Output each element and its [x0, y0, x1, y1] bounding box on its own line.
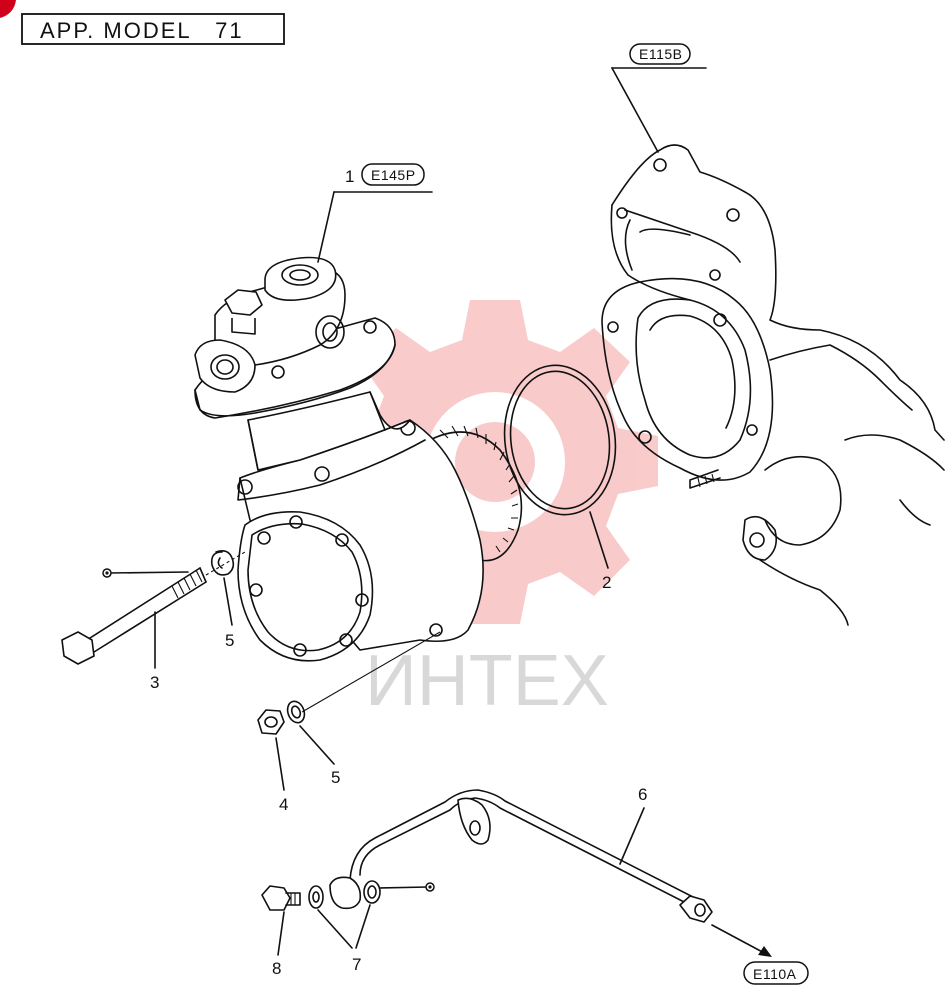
- ref-e115b: E115B: [629, 43, 691, 65]
- callout-5-lower: 5: [331, 768, 340, 787]
- bolt: [61, 567, 207, 665]
- callout-4: 4: [279, 795, 288, 814]
- pipe: [329, 789, 713, 923]
- watermark-text: ИНТЕХ: [365, 641, 609, 721]
- ref-e145p: E145P: [361, 163, 425, 186]
- corner-marker: [0, 0, 16, 18]
- washer-pair: [308, 880, 381, 909]
- model-label: APP. MODEL 71: [40, 18, 244, 43]
- svg-text:E115B: E115B: [639, 46, 683, 62]
- o-ring: [503, 364, 617, 516]
- crankcase-housing: [601, 144, 945, 626]
- callout-6: 6: [638, 785, 647, 804]
- svg-text:E145P: E145P: [371, 167, 416, 183]
- model-label-box: APP. MODEL 71: [21, 13, 285, 45]
- nut: [257, 709, 285, 735]
- ref-e110a: E110A: [743, 961, 809, 985]
- air-compressor: [194, 256, 523, 662]
- callout-8: 8: [272, 959, 281, 978]
- callout-5-upper: 5: [225, 631, 234, 650]
- callout-7: 7: [352, 955, 361, 974]
- callout-1: 1: [345, 167, 354, 186]
- washer-lower: [286, 700, 306, 724]
- washer-upper: [210, 550, 235, 576]
- callout-3: 3: [150, 673, 159, 692]
- union-bolt: [261, 885, 301, 911]
- svg-text:E110A: E110A: [753, 966, 797, 982]
- callout-2: 2: [602, 573, 611, 592]
